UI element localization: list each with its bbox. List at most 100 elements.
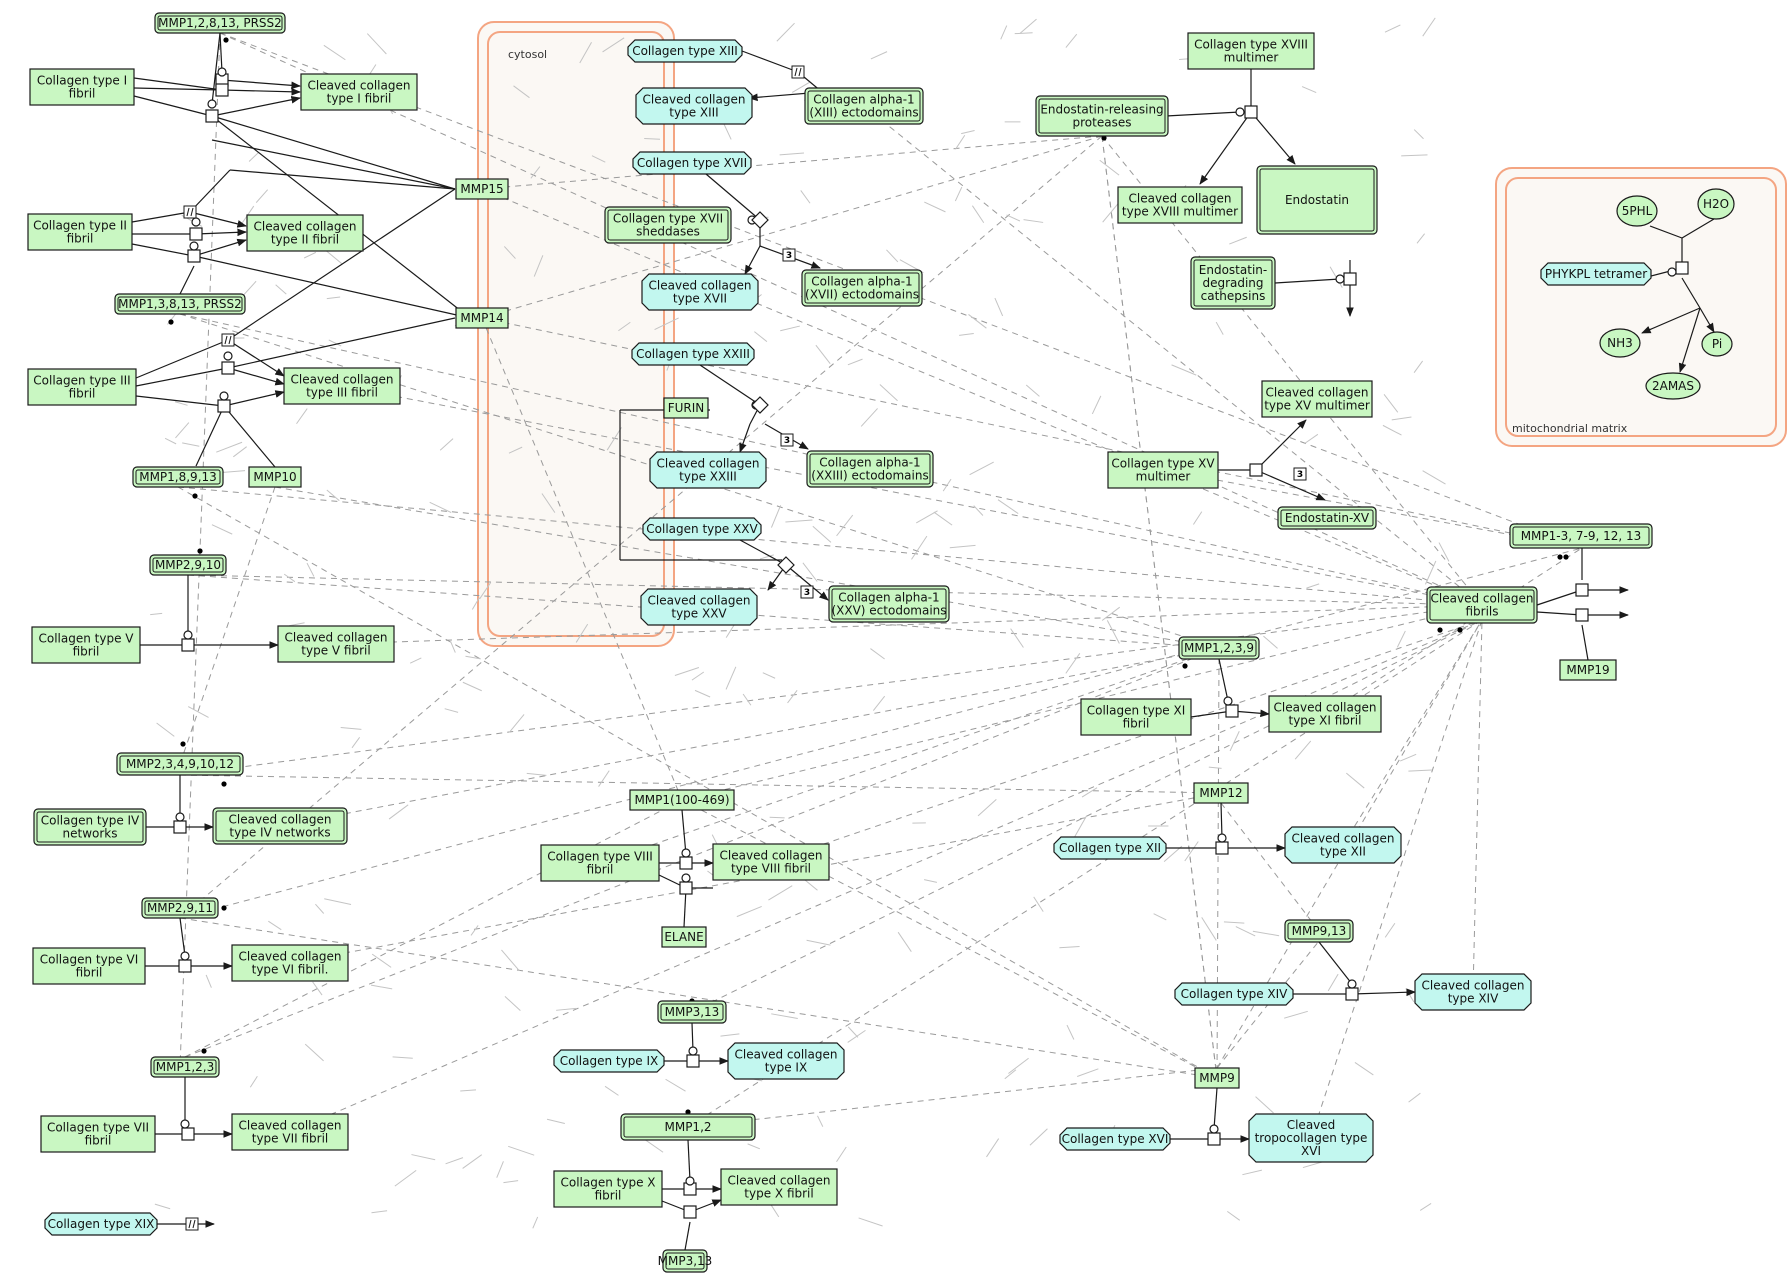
process-node[interactable]: [1207, 1132, 1221, 1146]
entity-n13[interactable]: MMP2,9,10: [149, 554, 227, 576]
entity-n79[interactable]: 2AMAS: [1645, 372, 1701, 400]
entity-n29[interactable]: Collagen type XVII: [632, 151, 752, 175]
entity-n74[interactable]: 5PHL: [1616, 195, 1658, 227]
entity-n72[interactable]: Collagen type XVI: [1059, 1127, 1171, 1151]
binding-diamond[interactable]: [751, 396, 769, 414]
process-node[interactable]: [1249, 463, 1263, 477]
entity-n26[interactable]: Collagen type XIII: [627, 39, 743, 63]
process-node[interactable]: [217, 399, 231, 413]
process-node[interactable]: [205, 109, 219, 123]
entity-n62[interactable]: MMP1,2,3,9: [1178, 636, 1260, 660]
entity-n77[interactable]: NH3: [1599, 328, 1641, 358]
process-node[interactable]: [187, 249, 201, 263]
entity-n44[interactable]: MMP3,13: [657, 1000, 727, 1024]
entity-n43[interactable]: ELANE: [661, 926, 707, 948]
entity-n28[interactable]: Collagen alpha-1(XIII) ectodomains: [804, 87, 924, 125]
process-node[interactable]: [679, 856, 693, 870]
entity-n25[interactable]: Collagen type XIX: [44, 1212, 158, 1236]
process-node[interactable]: [1215, 841, 1229, 855]
entity-n32[interactable]: Collagen alpha-1(XVII) ectodomains: [801, 269, 923, 307]
entity-n19[interactable]: MMP2,9,11: [141, 897, 219, 919]
entity-n45[interactable]: Collagen type IX: [553, 1049, 665, 1073]
entity-n69[interactable]: Collagen type XIV: [1174, 982, 1294, 1006]
entity-n61[interactable]: MMP19: [1559, 659, 1617, 681]
process-node[interactable]: [1244, 105, 1258, 119]
entity-n8[interactable]: MMP14: [455, 307, 509, 329]
binding-diamond[interactable]: [777, 556, 795, 574]
process-node[interactable]: [1225, 704, 1239, 718]
process-node[interactable]: [178, 959, 192, 973]
entity-n7[interactable]: MMP1,3,8,13, PRSS2: [114, 293, 246, 315]
entity-n75[interactable]: H2O: [1697, 188, 1735, 220]
entity-n54[interactable]: Endostatin: [1256, 165, 1378, 235]
entity-n58[interactable]: Endostatin-XV: [1277, 506, 1377, 530]
entity-n37[interactable]: Collagen type XXV: [642, 517, 762, 541]
omitted-process[interactable]: [185, 1217, 199, 1231]
entity-n76[interactable]: PHYKPL tetramer: [1540, 262, 1652, 286]
process-node[interactable]: [221, 361, 235, 375]
binding-diamond[interactable]: [751, 211, 769, 229]
process-node[interactable]: [679, 881, 693, 895]
omitted-process[interactable]: [183, 205, 197, 219]
entity-n68[interactable]: MMP9,13: [1284, 919, 1354, 943]
entity-n78[interactable]: Pi: [1701, 331, 1733, 357]
entity-n50[interactable]: MMP3,13: [658, 1249, 713, 1273]
process-node[interactable]: [683, 1205, 697, 1219]
entity-n40[interactable]: MMP1(100-469): [629, 789, 735, 811]
entity-n66[interactable]: Collagen type XII: [1053, 836, 1167, 860]
entity-n71[interactable]: MMP9: [1194, 1067, 1240, 1089]
process-node[interactable]: [181, 638, 195, 652]
process-node[interactable]: [189, 227, 203, 241]
entity-n59[interactable]: MMP1-3, 7-9, 12, 13: [1509, 523, 1653, 549]
entity-n33[interactable]: Collagen type XXIII: [631, 342, 755, 366]
omitted-process[interactable]: [791, 65, 805, 79]
process-node[interactable]: [686, 1054, 700, 1068]
entity-n34[interactable]: FURIN: [663, 397, 709, 419]
entity-n4[interactable]: MMP15: [455, 178, 509, 200]
process-node[interactable]: [1675, 261, 1689, 275]
process-node[interactable]: [173, 820, 187, 834]
entity-n22[interactable]: MMP1,2,3: [150, 1056, 220, 1078]
entity-n36[interactable]: Collagen alpha-1(XXIII) ectodomains: [806, 450, 934, 488]
entity-n11[interactable]: MMP1,8,9,13: [132, 466, 224, 488]
entity-n47[interactable]: MMP1,2: [620, 1113, 756, 1141]
process-node[interactable]: [1345, 987, 1359, 1001]
entity-n39[interactable]: Collagen alpha-1(XXV) ectodomains: [828, 585, 950, 623]
process-node[interactable]: [1575, 583, 1589, 597]
process-node[interactable]: [1343, 272, 1357, 286]
process-node[interactable]: [215, 83, 229, 97]
process-node[interactable]: [181, 1127, 195, 1141]
